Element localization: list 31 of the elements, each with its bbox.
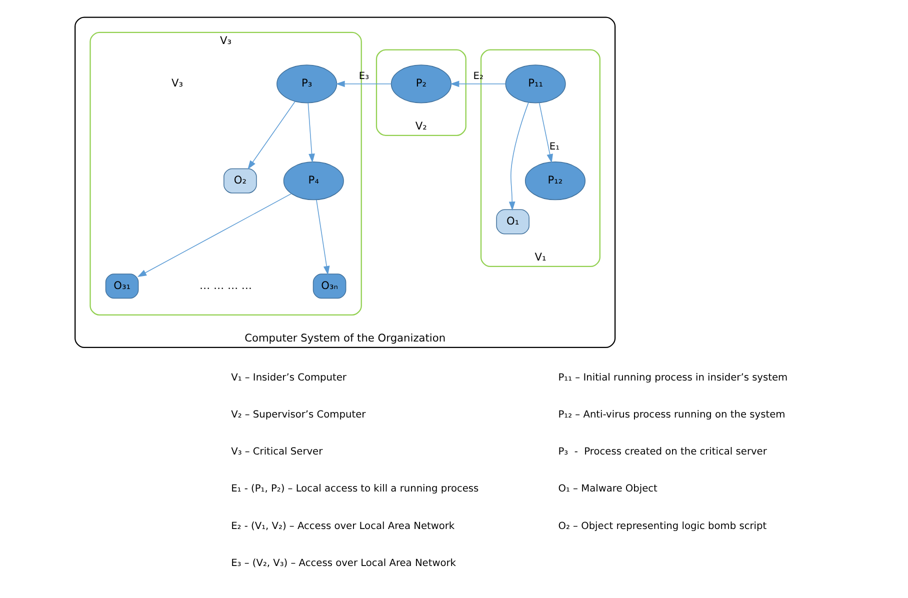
node-box: O₁ [496, 209, 529, 234]
node-ellipse: P₃ [276, 64, 337, 104]
arrow [508, 102, 528, 211]
label: O₂ – Object representing logic bomb script [558, 520, 766, 532]
arrow [316, 200, 330, 276]
label: V₃ – Critical Server [230, 446, 322, 458]
arrow [335, 80, 392, 88]
arrow [450, 80, 506, 88]
arrow [307, 102, 314, 163]
arrow [136, 193, 292, 278]
label: E₂ - (V₁, V₂) – Access over Local Area Network [230, 520, 454, 532]
label: V₃ [171, 78, 183, 90]
label: O₁ – Malware Object [558, 484, 657, 495]
arrow [247, 101, 295, 170]
label: V₁ – Insider’s Computer [230, 372, 346, 384]
label: P₁₁ – Initial running process in insider’s system [558, 372, 788, 384]
node-ellipse: P₁₂ [524, 162, 586, 200]
label: P₁₂ – Anti-virus process running on the system [558, 409, 785, 420]
node-ellipse: P₁₁ [504, 64, 566, 104]
label: … … … … [199, 280, 252, 292]
node-box: O₃₁ [104, 274, 138, 299]
label: P₃ - Process created on the critical server [558, 446, 766, 458]
arrow [538, 102, 552, 164]
label: V₂ – Supervisor’s Computer [230, 409, 366, 420]
label: E₁ - (P₁, P₂) – Local access to kill a running process [230, 484, 478, 495]
node-ellipse: P₂ [390, 64, 451, 104]
node-ellipse: P₄ [282, 162, 344, 200]
edge-label: E₁ [548, 141, 560, 152]
label: E₃ – (V₂, V₃) – Access over Local Area Network [230, 558, 456, 569]
node-box: O₃ₙ [312, 274, 346, 299]
node-box: O₂ [223, 168, 256, 194]
